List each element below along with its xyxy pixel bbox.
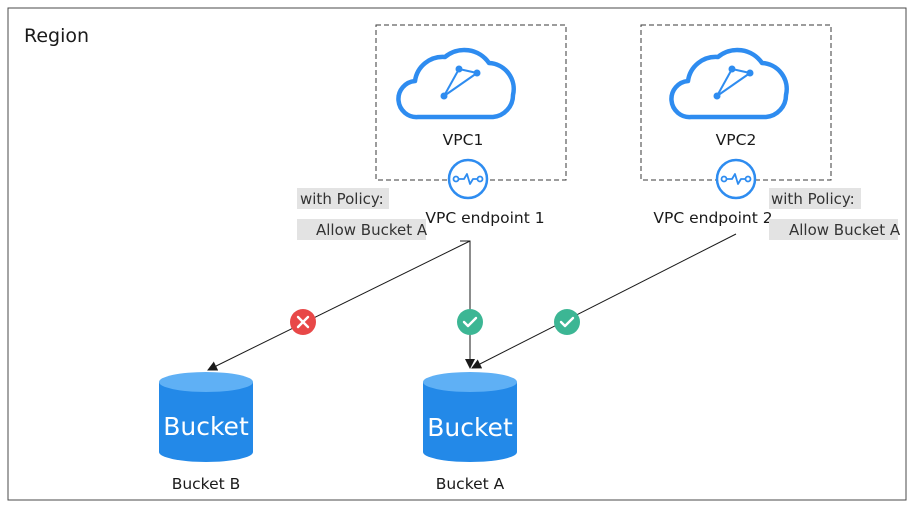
vpc-endpoint-2-icon	[715, 158, 757, 200]
policy-1-line1: with Policy:	[300, 190, 384, 208]
bucket-a-icon: Bucket	[423, 372, 517, 462]
bucket-b-label: Bucket B	[172, 475, 241, 493]
policy-2-line1: with Policy:	[771, 190, 855, 208]
bucket-a-icon-text: Bucket	[427, 413, 513, 442]
bucket-b-icon-text: Bucket	[163, 412, 249, 441]
vpc1-cloud-icon	[396, 47, 516, 120]
vpc1-label: VPC1	[443, 131, 484, 149]
region-label: Region	[24, 25, 89, 47]
policy-2-line1-bg	[769, 188, 861, 209]
deny-x-icon	[290, 309, 316, 335]
vpc2-cloud-icon	[669, 47, 789, 120]
policy-2-line2-bg	[769, 219, 898, 240]
bucket-a-label: Bucket A	[436, 475, 505, 493]
vpc-endpoint-1-label: VPC endpoint 1	[425, 209, 544, 227]
policy-2-line2: Allow Bucket A	[789, 221, 901, 239]
vpc-endpoint-2-label: VPC endpoint 2	[653, 209, 772, 227]
bucket-b-icon: Bucket	[159, 372, 253, 462]
allow-check-icon	[554, 309, 580, 335]
connector-ep2-bucket-a	[471, 233, 737, 369]
vpc2-label: VPC2	[716, 131, 757, 149]
vpc-endpoint-1-icon	[447, 158, 489, 200]
connector-ep1-bucket-b	[207, 240, 471, 371]
policy-1-line2-bg	[297, 219, 426, 240]
policy-1-line1-bg	[297, 188, 389, 209]
allow-check-icon	[457, 309, 483, 335]
policy-1-line2: Allow Bucket A	[316, 221, 428, 239]
